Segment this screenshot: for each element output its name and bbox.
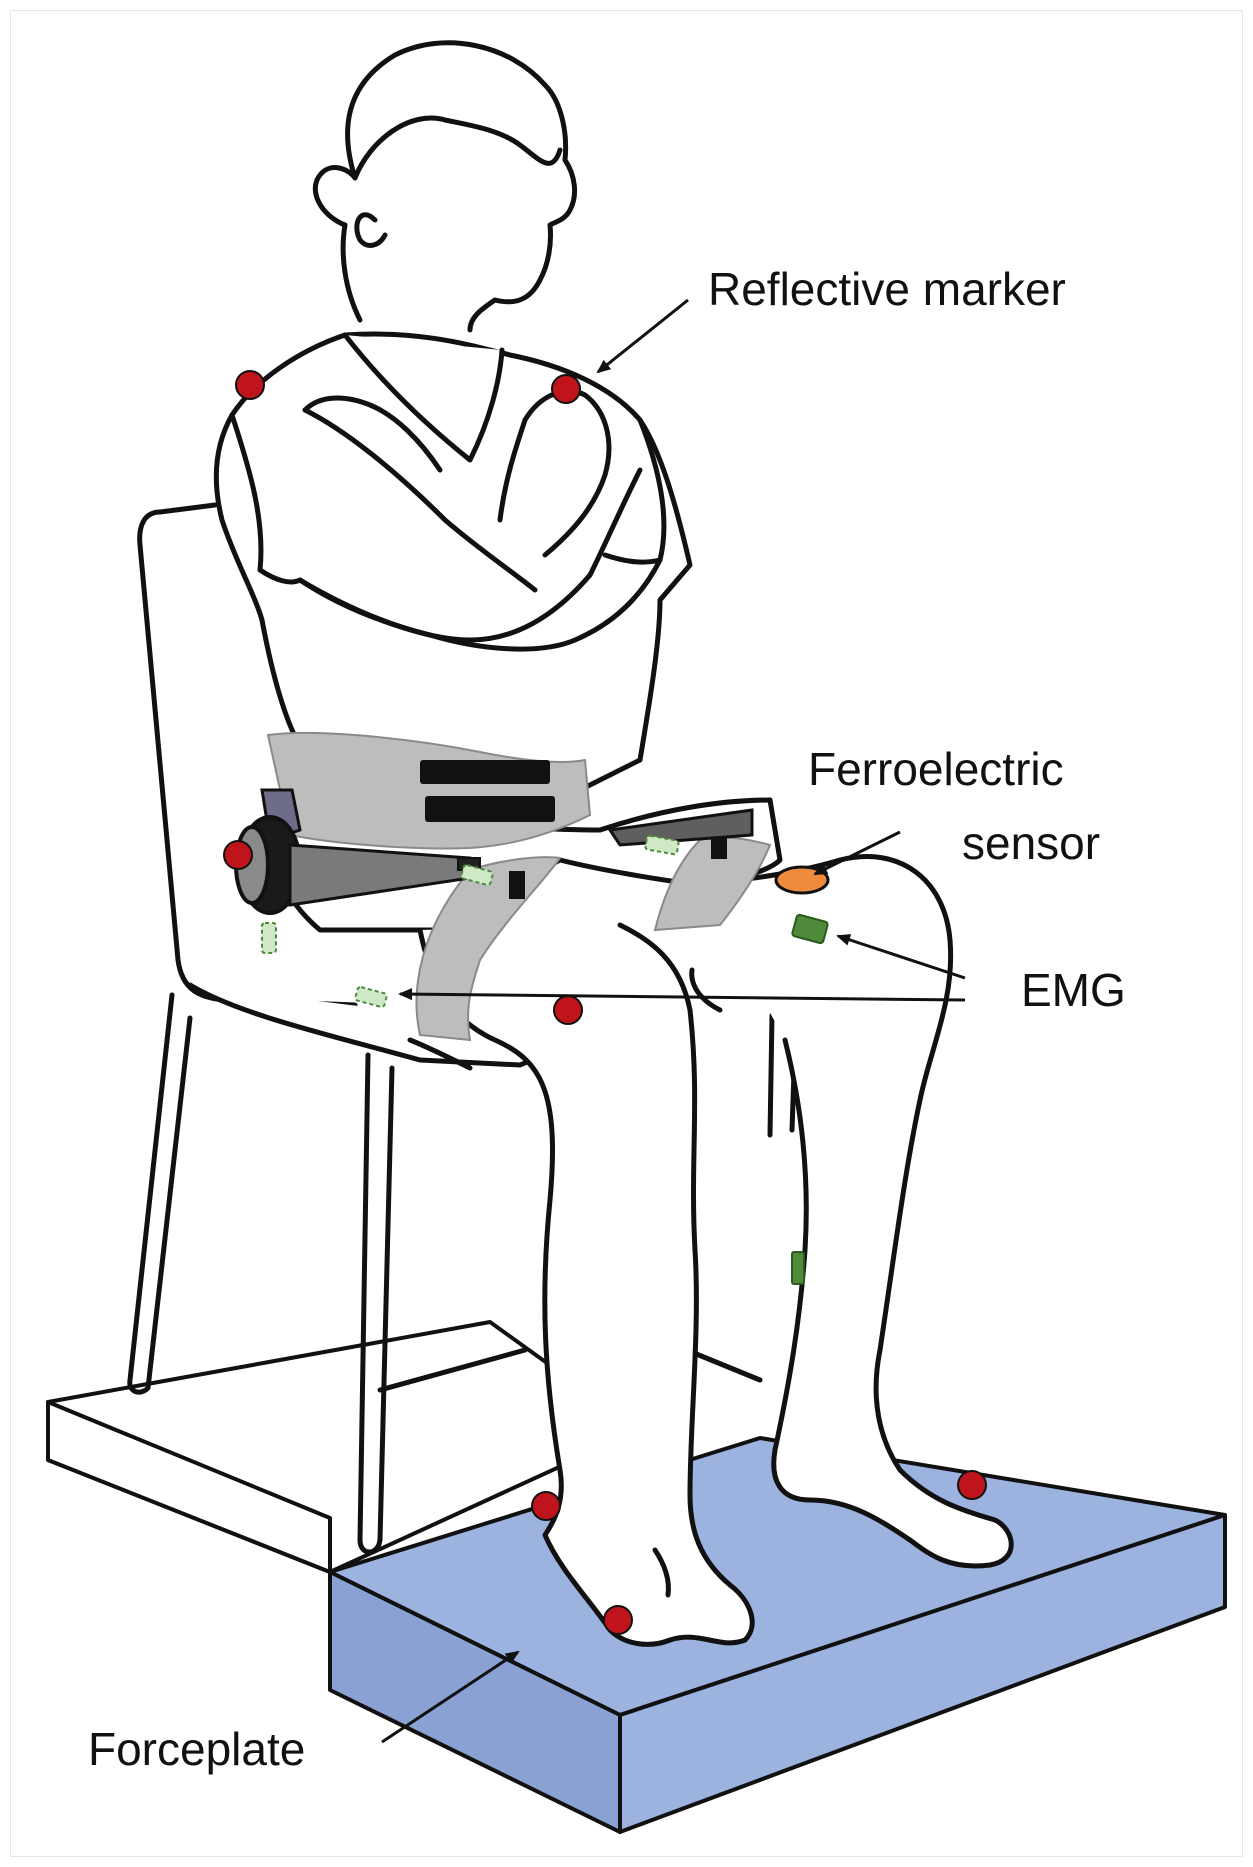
marker-knee	[553, 995, 583, 1025]
arrow-forceplate	[381, 1650, 520, 1744]
emg-sensor-back-thigh	[261, 922, 277, 954]
emg-sensor-front-left	[460, 864, 494, 886]
emg-sensor-thigh-left	[354, 986, 388, 1008]
forceplate-label: Forceplate	[88, 1723, 306, 1775]
arrow-emg-2	[398, 988, 966, 1002]
arrow-ferroelectric	[813, 830, 901, 876]
person	[213, 40, 1014, 1647]
reflective-markers	[223, 370, 987, 1635]
reflective-marker-label: Reflective marker	[708, 263, 1066, 315]
ferroelectric-sensor-label-line2: sensor	[962, 817, 1101, 869]
marker-toe	[603, 1605, 633, 1635]
ferroelectric-sensor-label-line1: Ferroelectric	[808, 743, 1064, 795]
waist-belt	[260, 731, 592, 850]
emg-label: EMG	[1021, 964, 1126, 1016]
annotation-arrows	[381, 298, 966, 1744]
figure-frame	[10, 10, 1243, 1857]
emg-sensors	[261, 834, 829, 1285]
emg-sensor-front-right	[644, 834, 680, 856]
marker-ankle	[531, 1491, 561, 1521]
emg-sensor-shank	[791, 1251, 805, 1285]
marker-right-shoulder	[551, 374, 581, 404]
arrow-reflective-marker	[596, 298, 689, 374]
arrow-emg-1	[836, 934, 966, 980]
marker-left-shoulder	[235, 370, 265, 400]
emg-sensor-right-thigh	[791, 913, 829, 945]
hip-actuator	[234, 808, 754, 915]
marker-hip	[223, 840, 253, 870]
marker-heel-right	[957, 1470, 987, 1500]
